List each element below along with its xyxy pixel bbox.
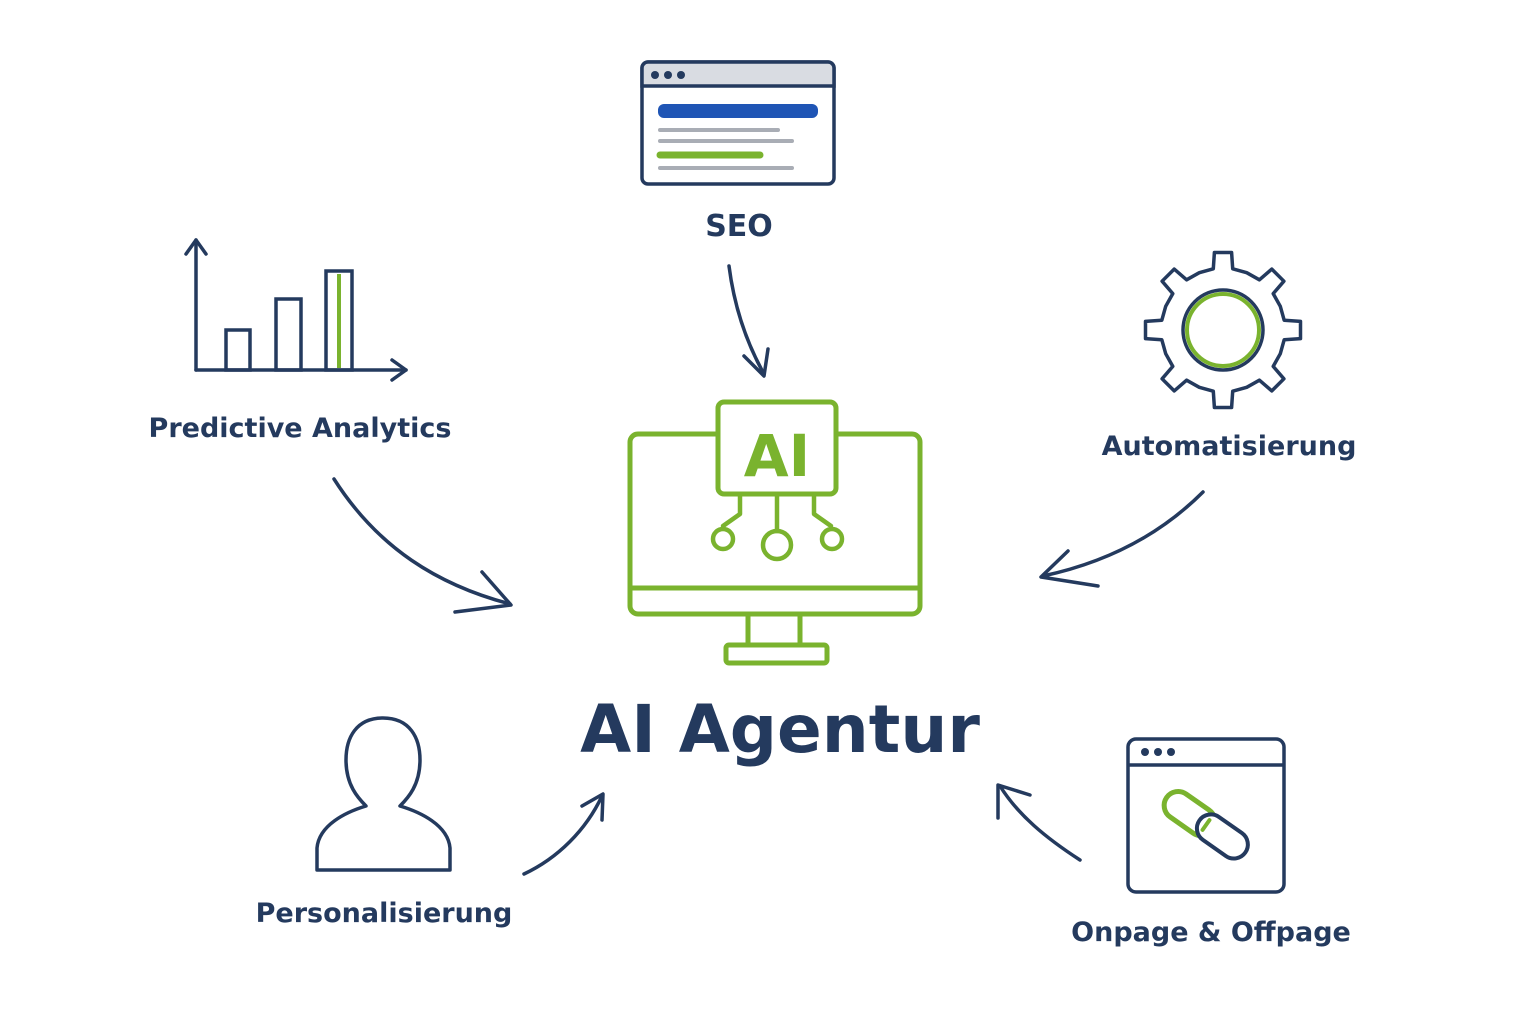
automatisierung-label: Automatisierung — [1102, 431, 1357, 462]
person-icon — [315, 716, 452, 872]
bar-chart-icon — [184, 238, 408, 382]
gear-teeth-outline — [1143, 250, 1303, 410]
arrow-seo-to-center — [727, 264, 770, 378]
gear-icon — [1143, 250, 1303, 410]
seo-label: SEO — [705, 209, 773, 244]
link-window-icon — [1126, 737, 1286, 894]
arrow-personalisierung-to-center — [522, 792, 605, 876]
ai-monitor-icon: AI — [627, 399, 923, 666]
onpage-offpage-label: Onpage & Offpage — [1071, 917, 1351, 948]
diagram-title: AI Agentur — [580, 691, 980, 768]
arrow-onpage-to-center — [996, 783, 1082, 862]
browser-window-icon — [640, 60, 836, 186]
predictive-analytics-label: Predictive Analytics — [149, 413, 452, 444]
arrow-predictive-to-center — [332, 477, 513, 614]
arrow-automatisierung-to-center — [1039, 490, 1205, 588]
ai-badge-text: AI — [744, 422, 810, 490]
personalisierung-label: Personalisierung — [256, 898, 513, 929]
